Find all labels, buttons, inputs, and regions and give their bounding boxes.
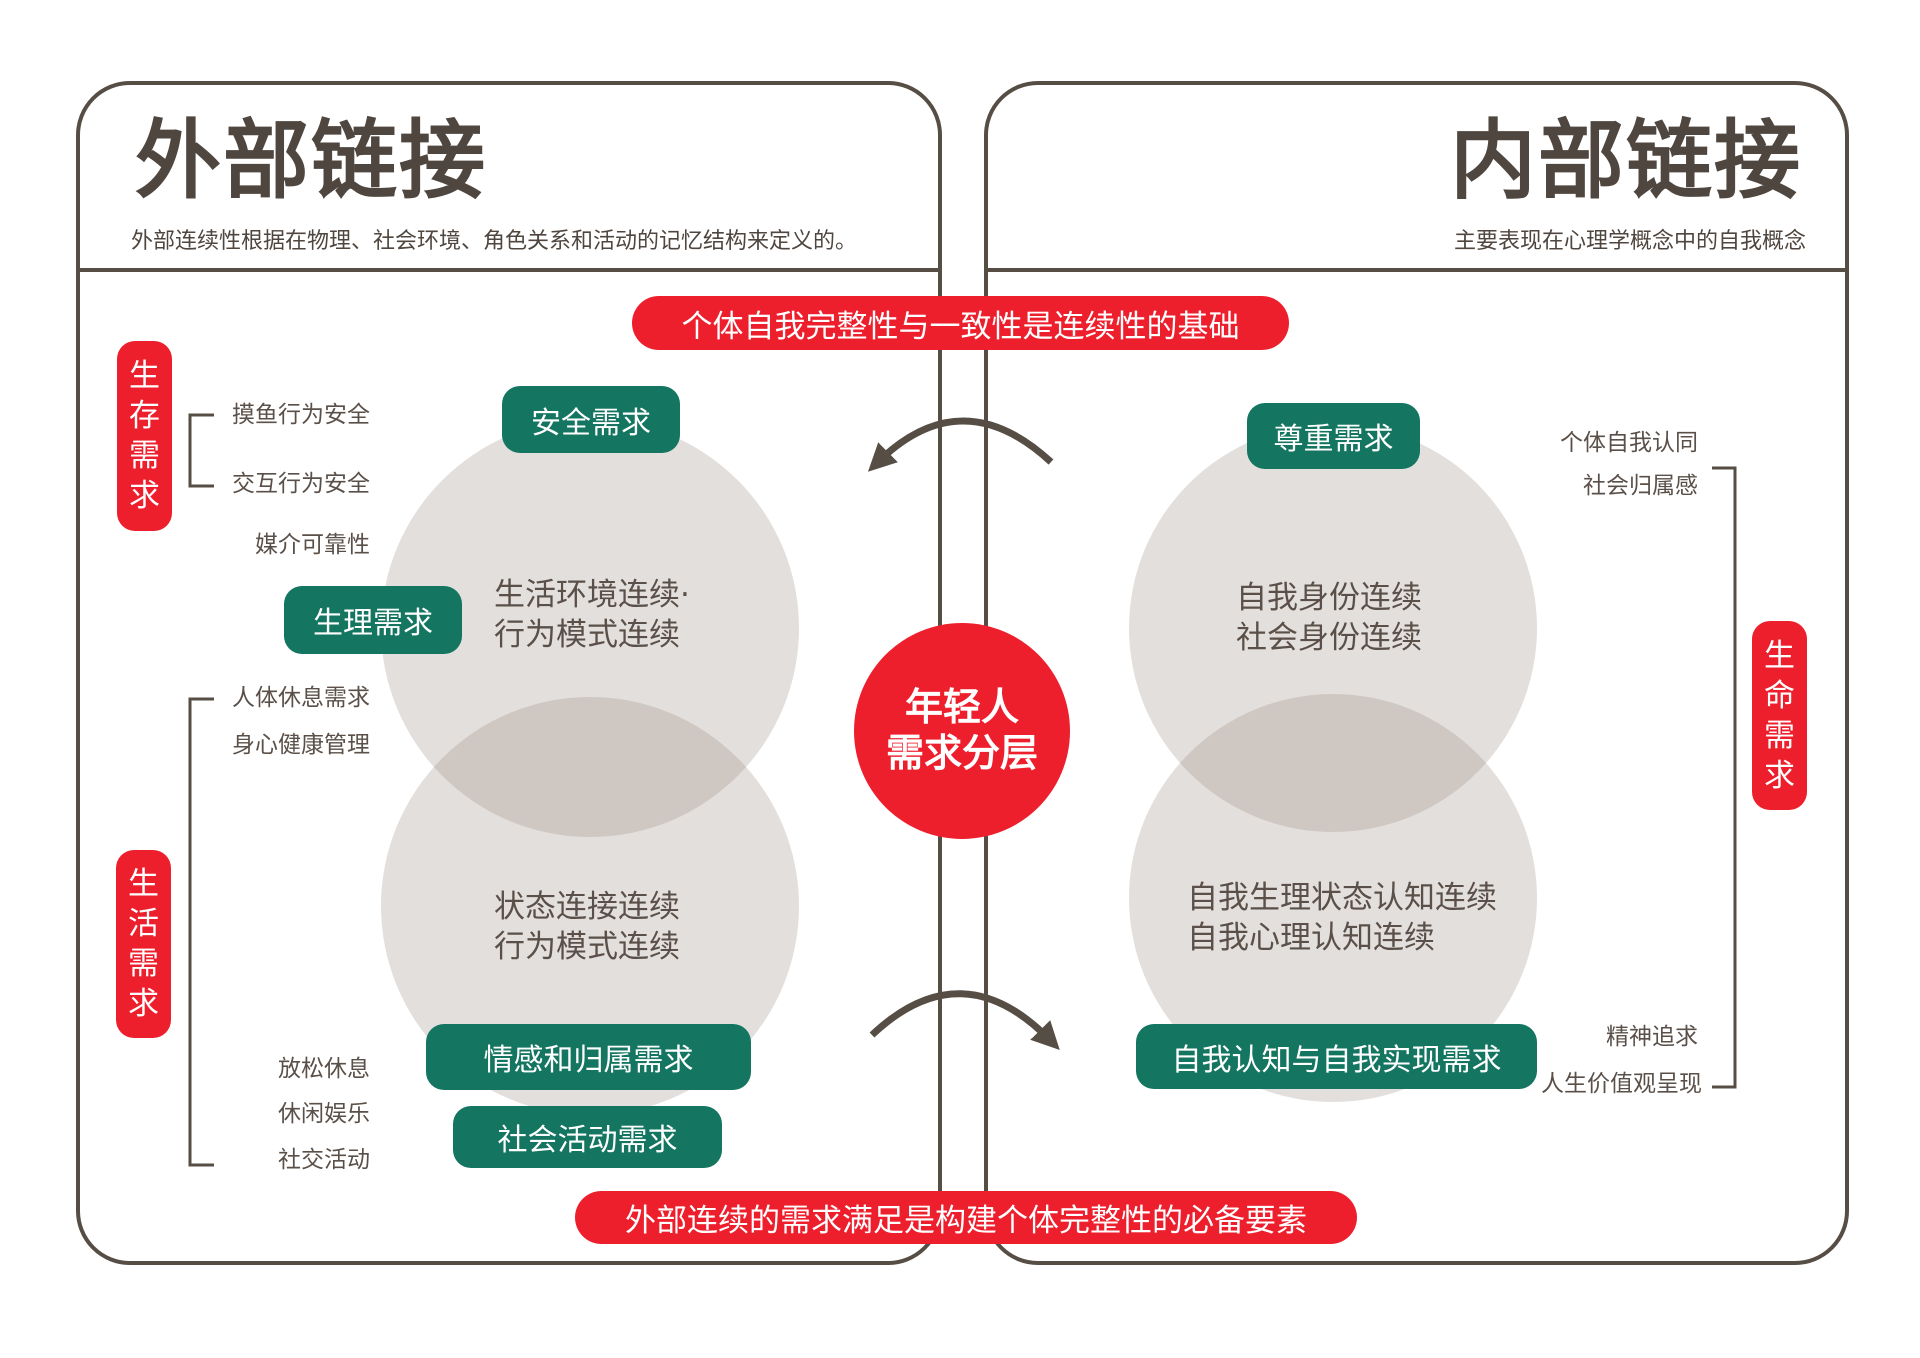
char: 求 [1764, 757, 1795, 794]
bottom-banner: 外部连续的需求满足是构建个体完整性的必备要素 [575, 1191, 1357, 1244]
char: 需 [129, 438, 160, 474]
internal-bracket [1712, 466, 1737, 1089]
internal-bottom-circle [1129, 694, 1537, 1102]
circle-line: 自我心理认知连续 [1187, 920, 1435, 956]
char: 求 [129, 478, 160, 514]
survival-item: 媒介可靠性 [255, 532, 370, 558]
circle-line: 自我生理状态认知连续 [1187, 880, 1497, 916]
char: 活 [128, 906, 159, 942]
internal-bottom-circle-text: 自我生理状态认知连续 自我心理认知连续 [1187, 878, 1497, 958]
external-bottom-circle [381, 697, 799, 1115]
char: 需 [1764, 717, 1795, 754]
external-title: 外部链接 [135, 111, 487, 211]
internal-top-circle [1129, 424, 1537, 832]
external-bottom-circle-text: 状态连接连续 行为模式连续 [494, 887, 680, 967]
internal-top-circle-text: 自我身份连续 社会身份连续 [1236, 578, 1422, 658]
self-actualization-needs-tag: 自我认知与自我实现需求 [1136, 1024, 1537, 1089]
physio-item: 身心健康管理 [232, 732, 370, 758]
physio-item: 人体休息需求 [232, 685, 370, 711]
circle-line: 行为模式连续 [494, 929, 680, 965]
center-line-2: 需求分层 [885, 731, 1038, 775]
char: 求 [128, 986, 159, 1022]
leisure-item: 放松休息 [278, 1056, 370, 1082]
circle-line: 自我身份连续 [1236, 580, 1422, 616]
char: 需 [128, 946, 159, 982]
arrow-top-left-icon [867, 417, 1054, 472]
survival-item: 交互行为安全 [232, 471, 370, 497]
esteem-needs-tag: 尊重需求 [1247, 403, 1420, 469]
survival-item: 摸鱼行为安全 [232, 402, 370, 428]
internal-item: 个体自我认同 [1560, 430, 1698, 456]
char: 命 [1764, 677, 1795, 714]
char: 生 [129, 358, 160, 394]
survival-bracket [188, 413, 214, 488]
belonging-needs-tag: 情感和归属需求 [426, 1024, 751, 1090]
internal-item: 社会归属感 [1583, 473, 1698, 499]
external-top-circle [381, 419, 799, 837]
external-top-circle-text: 生活环境连续· 行为模式连续 [494, 575, 690, 655]
leisure-item: 休闲娱乐 [278, 1101, 370, 1127]
arrow-bottom-right-icon [869, 990, 1060, 1051]
internal-subtitle: 主要表现在心理学概念中的自我概念 [1453, 229, 1806, 254]
internal-item: 精神追求 [1606, 1024, 1698, 1050]
physiological-needs-tag: 生理需求 [284, 586, 462, 654]
social-activity-needs-tag: 社会活动需求 [453, 1106, 722, 1168]
life-bracket [188, 697, 214, 1167]
circle-line: 社会身份连续 [1236, 620, 1422, 656]
char: 存 [129, 398, 160, 434]
vital-needs-label: 生 命 需 求 [1752, 621, 1807, 810]
center-line-1: 年轻人 [904, 685, 1019, 729]
external-subtitle: 外部连续性根据在物理、社会环境、角色关系和活动的记忆结构来定义的。 [131, 229, 858, 254]
char: 生 [1764, 637, 1795, 674]
internal-title: 内部链接 [1450, 111, 1802, 211]
char: 生 [128, 866, 159, 902]
center-circle [854, 623, 1070, 839]
circle-line: 生活环境连续· [494, 577, 690, 613]
center-label: 年轻人 需求分层 [854, 684, 1070, 776]
safety-needs-tag: 安全需求 [502, 386, 680, 453]
leisure-item: 社交活动 [278, 1147, 370, 1173]
survival-needs-label: 生 存 需 求 [117, 341, 172, 531]
circle-line: 状态连接连续 [494, 889, 680, 925]
circle-line: 行为模式连续 [494, 617, 680, 653]
internal-item: 人生价值观呈现 [1541, 1071, 1702, 1097]
top-banner: 个体自我完整性与一致性是连续性的基础 [632, 296, 1289, 350]
life-needs-label: 生 活 需 求 [116, 850, 171, 1038]
